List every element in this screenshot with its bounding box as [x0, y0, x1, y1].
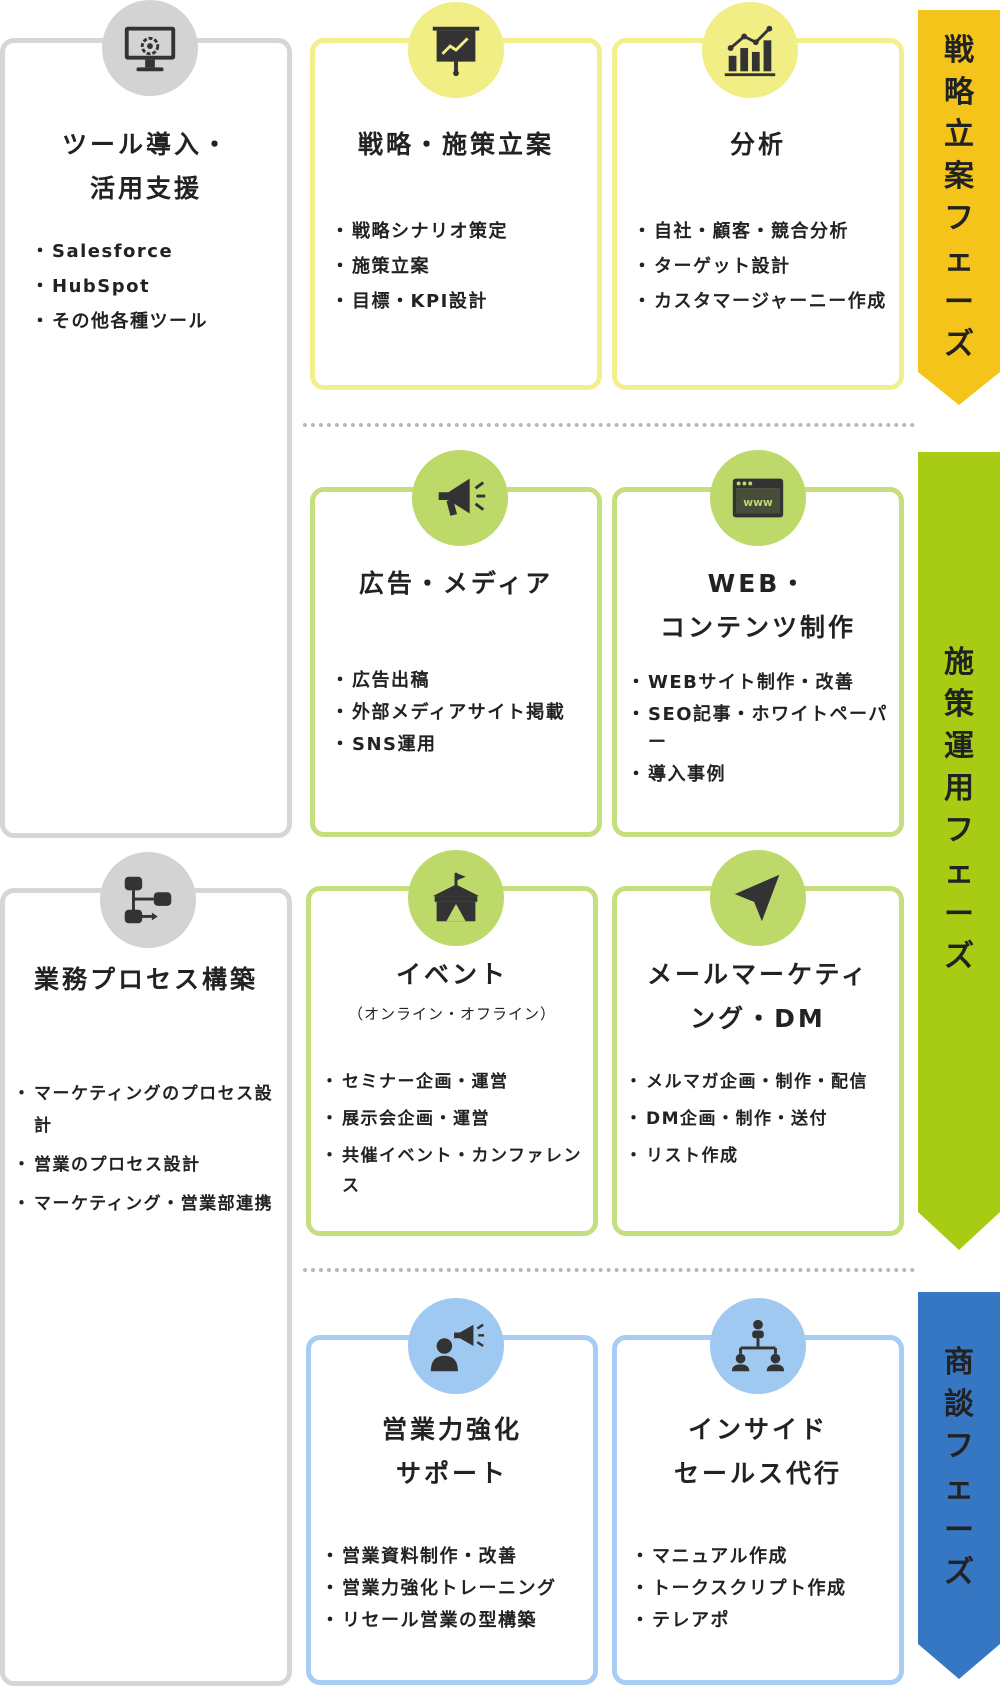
phase-negotiation-bar	[918, 1292, 1000, 1644]
phase-strategy: 戦略立案フェーズ	[918, 10, 1000, 405]
list-item: マーケティングのプロセス設計	[13, 1078, 282, 1142]
card-title: 分析	[729, 130, 786, 159]
list-item: カスタマージャーニー作成	[633, 288, 887, 316]
card-items: セミナー企画・運営 展示会企画・運営 共催イベント・カンファレンス	[321, 1067, 595, 1208]
list-item: HubSpot	[31, 273, 285, 301]
list-item: WEBサイト制作・改善	[627, 669, 901, 697]
phase-execution-arrow	[918, 1212, 1000, 1250]
list-item: リスト作成	[625, 1141, 904, 1171]
card-subtitle: （オンライン・オフライン）	[347, 1005, 556, 1023]
separator-execution-negotiation	[303, 1268, 915, 1272]
phase-strategy-bar	[918, 10, 1000, 372]
paper-plane-icon	[710, 850, 806, 946]
card-title: イベント	[395, 960, 508, 989]
list-item: 導入事例	[627, 761, 901, 789]
list-item: DM企画・制作・送付	[625, 1104, 904, 1134]
list-item: リセール営業の型構築	[321, 1607, 595, 1635]
list-item: マニュアル作成	[631, 1543, 900, 1571]
card-title: 戦略・施策立案	[357, 130, 554, 159]
list-item: トークスクリプト作成	[631, 1575, 900, 1603]
list-item: 展示会企画・運営	[321, 1104, 595, 1134]
monitor-gear-icon	[102, 0, 198, 96]
phase-negotiation-arrow	[918, 1644, 1000, 1679]
phase-execution: 施策運用フェーズ	[918, 452, 1000, 1252]
separator-strategy-execution	[303, 423, 915, 427]
list-item: その他各種ツール	[31, 308, 285, 336]
list-item: 外部メディアサイト掲載	[331, 699, 600, 727]
speaker-person-icon	[408, 1298, 504, 1394]
card-items: 自社・顧客・競合分析 ターゲット設計 カスタマージャーニー作成	[633, 218, 887, 323]
list-item: 営業のプロセス設計	[13, 1149, 282, 1181]
card-items: マーケティングのプロセス設計 営業のプロセス設計 マーケティング・営業部連携	[13, 1078, 282, 1227]
card-title: 広告・メディア	[358, 569, 554, 598]
phase-strategy-arrow	[918, 372, 1000, 405]
megaphone-icon	[412, 450, 508, 546]
card-items: 営業資料制作・改善 営業力強化トレーニング リセール営業の型構築	[321, 1543, 595, 1639]
card-title: WEB・コンテンツ制作	[659, 569, 856, 642]
list-item: SNS運用	[331, 731, 600, 759]
card-title: メールマーケティング・DM	[646, 960, 869, 1033]
list-item: 共催イベント・カンファレンス	[321, 1141, 595, 1201]
list-item: 営業資料制作・改善	[321, 1543, 595, 1571]
phase-execution-bar	[918, 452, 1000, 1212]
list-item: 営業力強化トレーニング	[321, 1575, 595, 1603]
tent-icon	[408, 850, 504, 946]
card-items: メルマガ企画・制作・配信 DM企画・制作・送付 リスト作成	[625, 1067, 904, 1178]
flow-icon	[100, 852, 196, 948]
svg-text:www: www	[743, 496, 773, 509]
list-item: テレアポ	[631, 1607, 900, 1635]
list-item: 戦略シナリオ策定	[331, 218, 595, 246]
card-title: 業務プロセス構築	[33, 965, 258, 994]
list-item: メルマガ企画・制作・配信	[625, 1067, 904, 1097]
list-item: 施策立案	[331, 253, 595, 281]
list-item: マーケティング・営業部連携	[13, 1188, 282, 1220]
card-title: ツール導入・活用支援	[61, 130, 230, 203]
list-item: 自社・顧客・競合分析	[633, 218, 887, 246]
network-people-icon	[710, 1298, 806, 1394]
card-items: Salesforce HubSpot その他各種ツール	[31, 238, 285, 343]
presentation-chart-icon	[408, 2, 504, 98]
list-item: SEO記事・ホワイトペーパー	[627, 701, 901, 757]
growth-chart-icon	[702, 2, 798, 98]
phase-negotiation-label: 商談フェーズ	[944, 1345, 974, 1590]
card-items: WEBサイト制作・改善 SEO記事・ホワイトペーパー 導入事例	[627, 669, 901, 793]
card-tool-support: ツール導入・活用支援 Salesforce HubSpot その他各種ツール	[0, 38, 292, 838]
card-title: インサイドセールス代行	[673, 1415, 842, 1488]
list-item: 目標・KPI設計	[331, 288, 595, 316]
card-items: 戦略シナリオ策定 施策立案 目標・KPI設計	[331, 218, 595, 323]
card-title: 営業力強化サポート	[381, 1415, 522, 1488]
phase-strategy-label: 戦略立案フェーズ	[944, 33, 974, 362]
card-business-process: 業務プロセス構築 マーケティングのプロセス設計 営業のプロセス設計 マーケティン…	[0, 888, 292, 1686]
list-item: Salesforce	[31, 238, 285, 266]
browser-www-icon: www	[710, 450, 806, 546]
list-item: ターゲット設計	[633, 253, 887, 281]
card-items: 広告出稿 外部メディアサイト掲載 SNS運用	[331, 667, 600, 763]
card-items: マニュアル作成 トークスクリプト作成 テレアポ	[631, 1543, 900, 1639]
list-item: セミナー企画・運営	[321, 1067, 595, 1097]
phase-negotiation: 商談フェーズ	[918, 1292, 1000, 1682]
list-item: 広告出稿	[331, 667, 600, 695]
phase-execution-label: 施策運用フェーズ	[944, 645, 974, 974]
